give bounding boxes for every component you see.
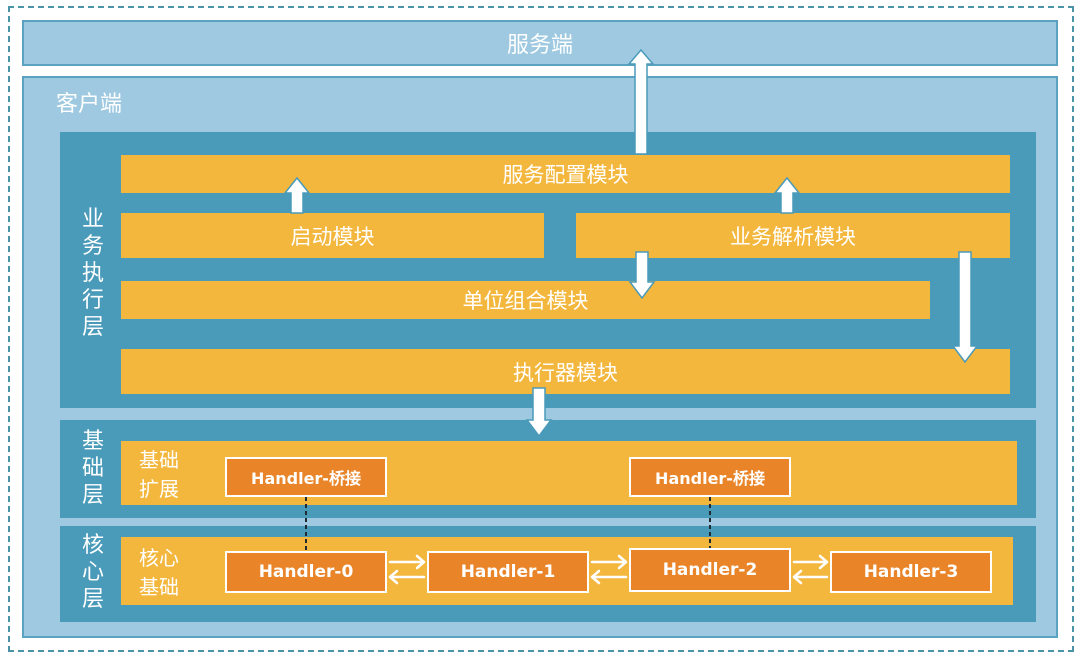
- arrow-h3-to-h2-icon: [792, 569, 829, 585]
- arrow-h2-to-h3-icon: [792, 554, 829, 570]
- unit-combo-module: 单位组合模块: [121, 281, 930, 319]
- startup-module-label: 启动模块: [290, 224, 375, 249]
- arrow-up-parse-icon: [773, 176, 801, 214]
- server-box: 服务端: [22, 20, 1058, 66]
- base-extension-label: 基础扩展: [139, 448, 179, 501]
- arrow-down-to-base-icon: [525, 387, 553, 438]
- business-parse-module: 业务解析模块: [576, 213, 1010, 258]
- handler-1: Handler-1: [427, 551, 589, 593]
- arrow-h1-to-h0-icon: [388, 569, 426, 585]
- handler-0-label: Handler-0: [258, 562, 354, 582]
- arrow-h2-to-h1-icon: [590, 569, 628, 585]
- business-layer-label: 业务执行层: [81, 207, 104, 340]
- arrow-down-unit-icon: [628, 251, 656, 300]
- startup-module: 启动模块: [121, 213, 544, 258]
- base-layer-label: 基础层: [81, 429, 104, 508]
- diagram-outer-border: [8, 6, 1074, 652]
- handler-2-label: Handler-2: [662, 560, 758, 580]
- core-base-label: 核心基础: [139, 546, 179, 599]
- handler-bridge-right-label: Handler-桥接: [655, 469, 765, 488]
- server-label: 服务端: [506, 33, 573, 58]
- arrow-up-to-server-icon: [627, 48, 655, 155]
- handler-bridge-right: Handler-桥接: [629, 457, 791, 497]
- unit-combo-module-label: 单位组合模块: [462, 289, 589, 313]
- handler-3-label: Handler-3: [863, 562, 959, 582]
- service-config-module: 服务配置模块: [121, 155, 1010, 193]
- arrow-h0-to-h1-icon: [388, 554, 426, 570]
- business-parse-module-label: 业务解析模块: [730, 224, 856, 249]
- executor-module: 执行器模块: [121, 349, 1010, 394]
- arrow-up-startup-icon: [283, 176, 311, 214]
- handler-3: Handler-3: [830, 551, 992, 593]
- executor-module-label: 执行器模块: [513, 360, 618, 385]
- core-layer-label: 核心层: [81, 533, 104, 612]
- arrow-h1-to-h2-icon: [590, 554, 628, 570]
- handler-bridge-left-label: Handler-桥接: [251, 469, 361, 488]
- handler-bridge-left: Handler-桥接: [225, 457, 387, 497]
- handler-2: Handler-2: [629, 548, 791, 592]
- handler-1-label: Handler-1: [460, 562, 556, 582]
- arrow-down-executor-icon: [951, 251, 979, 364]
- service-config-module-label: 服务配置模块: [502, 163, 629, 187]
- handler-0: Handler-0: [225, 551, 387, 593]
- client-label: 客户端: [56, 92, 123, 117]
